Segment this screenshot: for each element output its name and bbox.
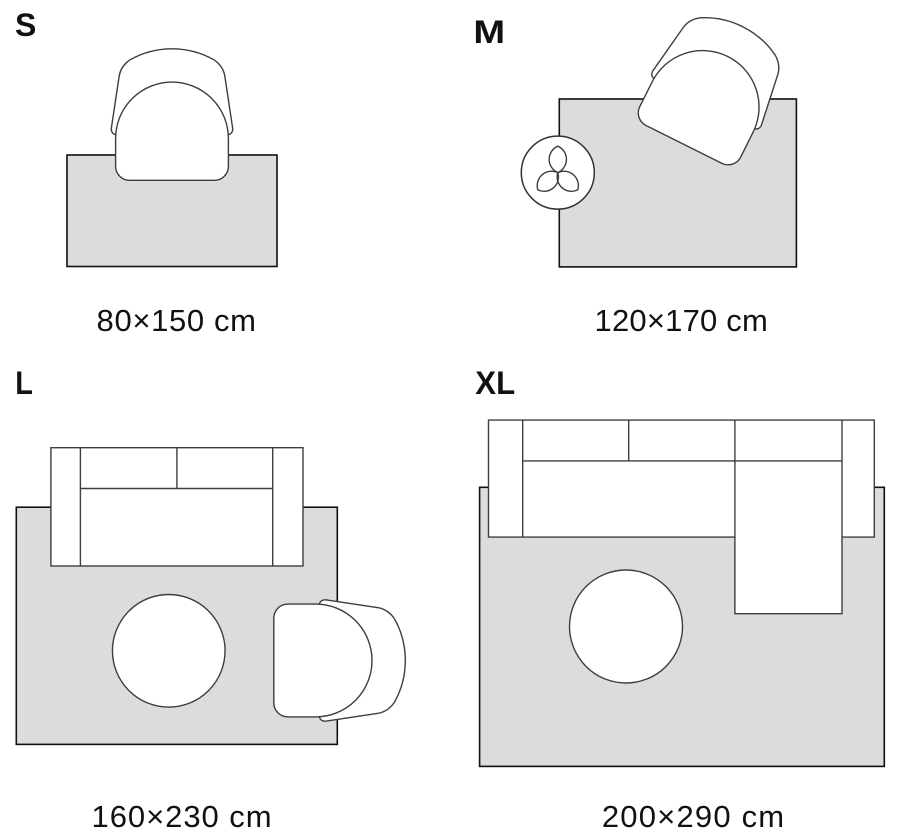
svg-text:160×230 cm: 160×230 cm (92, 799, 273, 834)
svg-text:M: M (473, 15, 505, 50)
svg-text:120×170 cm: 120×170 cm (595, 303, 768, 338)
svg-text:80×150 cm: 80×150 cm (97, 303, 257, 338)
svg-text:L: L (15, 365, 33, 401)
svg-text:200×290 cm: 200×290 cm (602, 799, 785, 834)
svg-text:S: S (15, 7, 36, 43)
svg-text:XL: XL (475, 364, 515, 400)
